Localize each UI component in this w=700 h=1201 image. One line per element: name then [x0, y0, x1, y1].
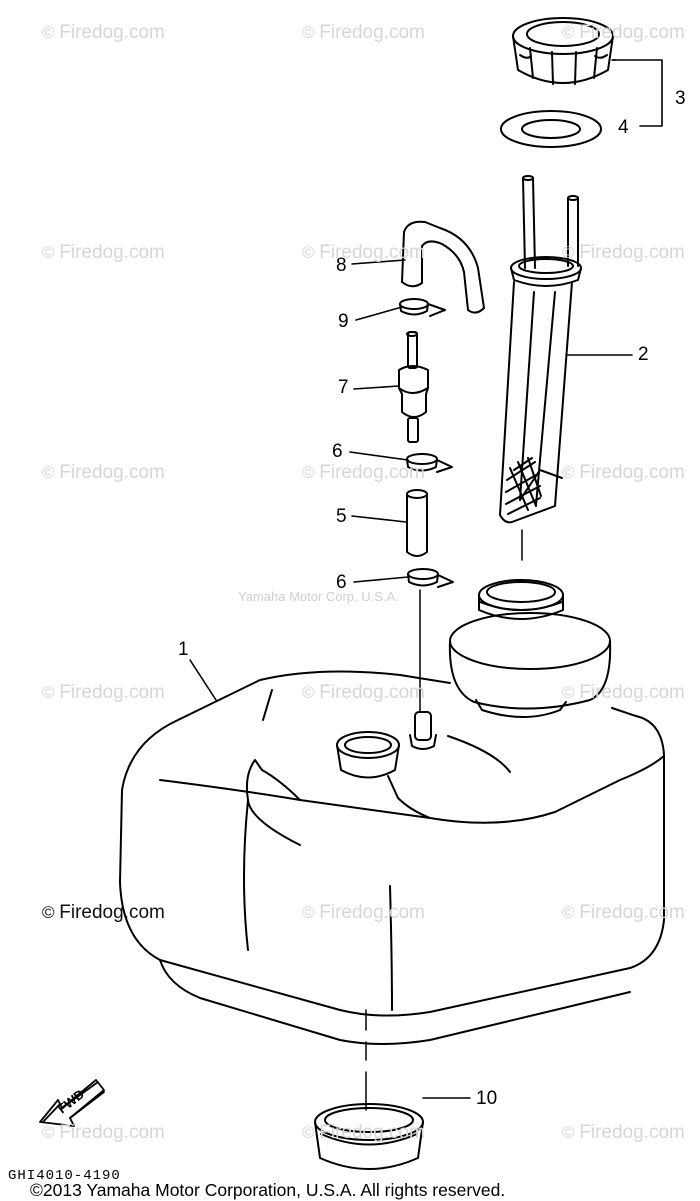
watermark: © Firedog.com [302, 902, 425, 924]
tank-bottom-cap [314, 1103, 424, 1170]
watermark-text: Firedog.com [579, 682, 685, 703]
callout-3: 3 [675, 88, 686, 109]
copyright-symbol: © [42, 903, 60, 922]
copyright-symbol: © [302, 683, 320, 702]
hose-clip-lower [407, 568, 454, 588]
watermark-text: Firedog.com [579, 902, 685, 923]
tank-filler-neck [448, 579, 612, 718]
watermark-text: Firedog.com [59, 242, 165, 263]
fuel-strainer [499, 175, 582, 524]
callout-4: 4 [618, 117, 629, 138]
watermark: © Firedog.com [302, 22, 425, 44]
callout-6-middle: 6 [332, 441, 343, 462]
watermark: © Firedog.com [302, 1122, 425, 1144]
callout-5: 5 [336, 506, 347, 527]
callout-9: 9 [338, 311, 349, 332]
watermark: © Firedog.com [42, 462, 165, 484]
copyright-symbol: © [302, 23, 320, 42]
copyright-symbol: © [302, 1123, 320, 1142]
copyright-symbol: © [42, 23, 60, 42]
copyright-symbol: © [562, 1123, 580, 1142]
copyright-symbol: © [302, 463, 320, 482]
callout-2: 2 [638, 344, 649, 365]
watermark-text: Firedog.com [579, 242, 685, 263]
watermark: © Firedog.com [42, 22, 165, 44]
callout-6-lower: 6 [336, 572, 347, 593]
watermark: © Firedog.com [42, 682, 165, 704]
copyright-symbol: © [562, 23, 580, 42]
watermark-text: Firedog.com [579, 462, 685, 483]
faint-manufacturer-label: Yamaha Motor Corp. U.S.A. [238, 589, 399, 604]
watermark-text: Firedog.com [579, 1122, 685, 1143]
callout-8: 8 [336, 255, 347, 276]
watermark-text: Firedog.com [59, 22, 165, 43]
watermark: © Firedog.com [302, 462, 425, 484]
callout-7: 7 [338, 377, 349, 398]
watermark: © Firedog.com [562, 22, 685, 44]
filler-cap [512, 17, 614, 85]
drawing-code: GHI4010-4190 [8, 1168, 121, 1184]
watermark-text: Firedog.com [319, 902, 425, 923]
fuel-hose [401, 220, 485, 314]
copyright-symbol: © [562, 243, 580, 262]
fuel-tank [119, 670, 665, 1045]
watermark-text: Firedog.com [319, 22, 425, 43]
watermark-text: Firedog.com [59, 682, 165, 703]
watermark: © Firedog.com [562, 242, 685, 264]
copyright-symbol: © [42, 683, 60, 702]
copyright-symbol: © [562, 683, 580, 702]
watermark-text: Firedog.com [319, 462, 425, 483]
copyright-notice: ©2013 Yamaha Motor Corporation, U.S.A. A… [30, 1180, 506, 1200]
watermark-text: Firedog.com [59, 902, 165, 923]
fwd-arrow-icon [39, 1079, 105, 1127]
watermark: © Firedog.com [302, 682, 425, 704]
watermark-text: Firedog.com [59, 462, 165, 483]
watermark: © Firedog.com [42, 242, 165, 264]
watermark: © Firedog.com [562, 462, 685, 484]
copyright-symbol: © [562, 903, 580, 922]
hose-clip-upper [399, 298, 446, 317]
fuel-filter [398, 331, 429, 443]
callout-10: 10 [476, 1088, 498, 1109]
watermark: © Firedog.com [562, 682, 685, 704]
watermark: © Firedog.com [42, 1122, 165, 1144]
copyright-symbol: © [42, 463, 60, 482]
watermark: © Firedog.com [562, 1122, 685, 1144]
leader-lines [189, 59, 663, 1099]
watermark: © Firedog.com [302, 242, 425, 264]
copyright-symbol: © [42, 243, 60, 262]
watermark-text: Firedog.com [319, 242, 425, 263]
callout-1: 1 [178, 639, 189, 660]
watermark-text: Firedog.com [579, 22, 685, 43]
joint-pipe [406, 489, 428, 557]
watermark-text: Firedog.com [319, 1122, 425, 1143]
copyright-symbol: © [302, 903, 320, 922]
copyright-symbol: © [42, 1123, 60, 1142]
watermark: © Firedog.com [562, 902, 685, 924]
watermark-text: Firedog.com [319, 682, 425, 703]
hose-clip-middle [406, 453, 453, 473]
watermark: © Firedog.com [42, 902, 165, 924]
copyright-symbol: © [302, 243, 320, 262]
cap-gasket [500, 110, 602, 148]
copyright-symbol: © [562, 463, 580, 482]
watermark-text: Firedog.com [59, 1122, 165, 1143]
